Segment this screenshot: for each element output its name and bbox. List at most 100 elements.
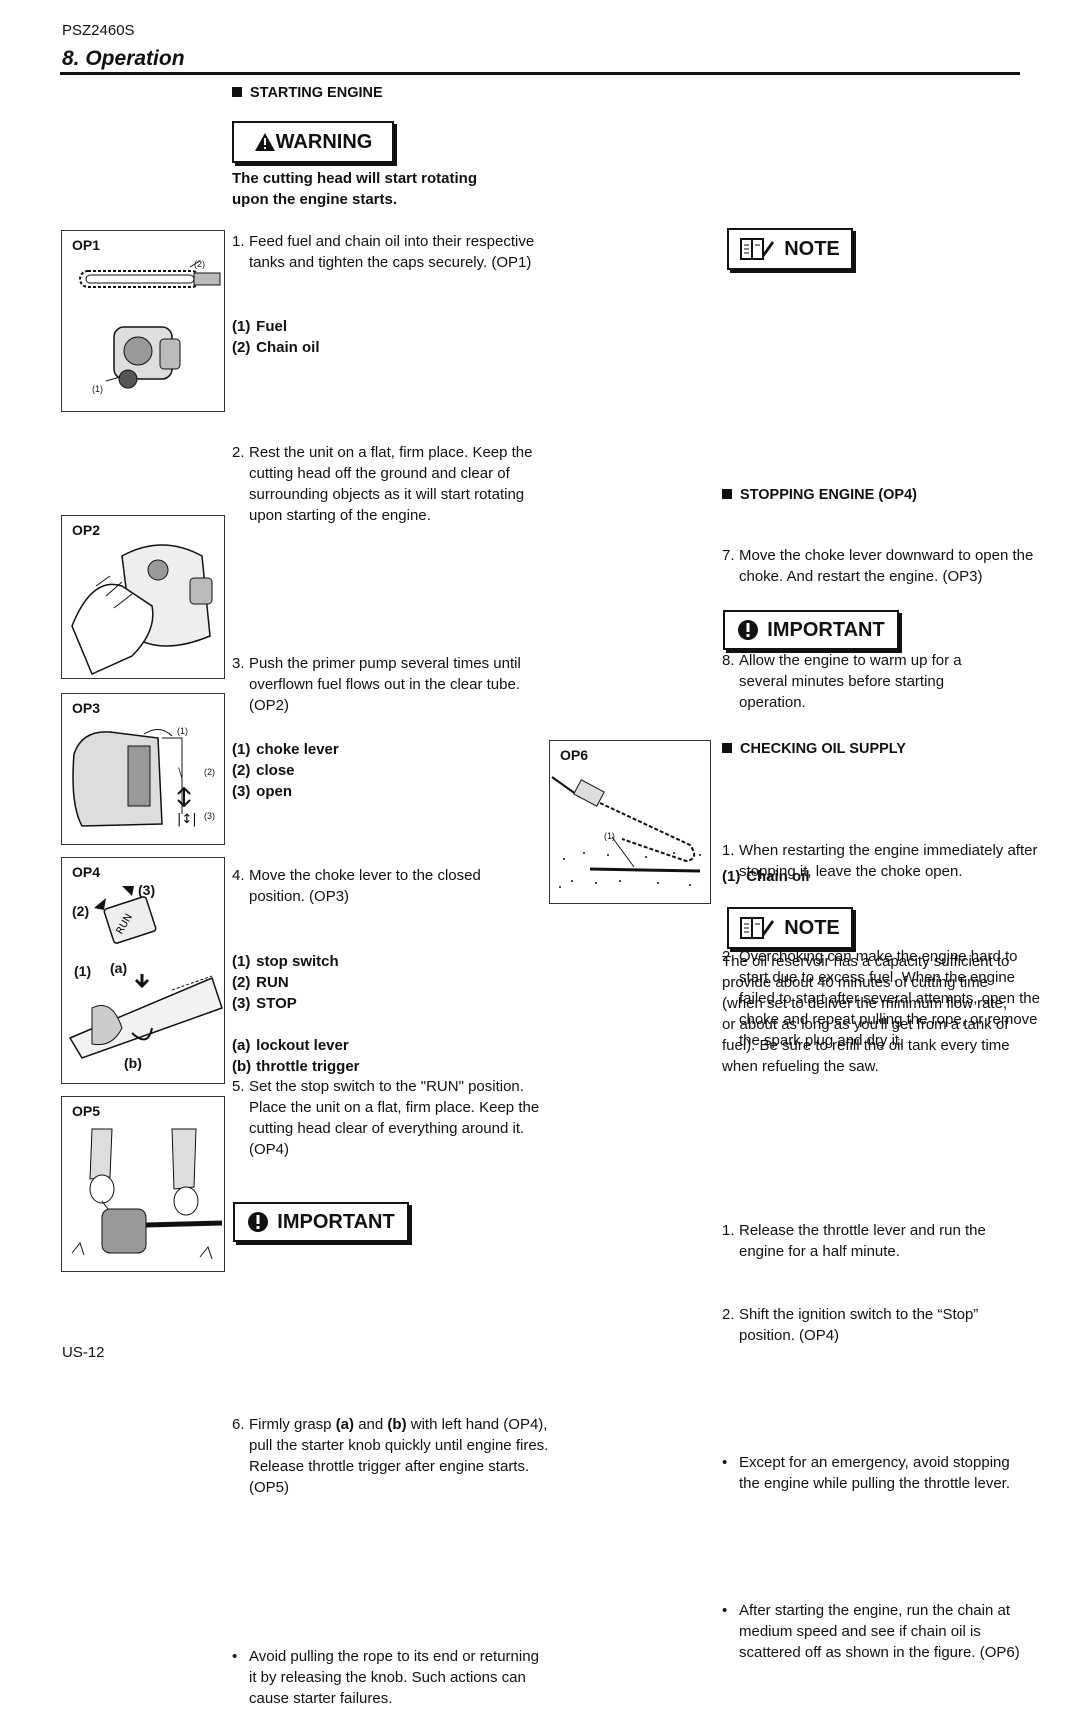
- arrow-updown-icon: [177, 786, 191, 808]
- legend-item: (1) stop switch: [232, 953, 339, 970]
- important-box: IMPORTANT: [723, 610, 899, 650]
- bullet: •: [232, 1648, 238, 1665]
- choke-lever-illustration: ⧵ |↕|: [72, 729, 197, 827]
- item-text: Release the throttle lever and run the e…: [739, 1222, 986, 1260]
- legend-item: (1) choke lever: [232, 741, 339, 758]
- stopping-engine-heading: STOPPING ENGINE (OP4): [722, 485, 917, 505]
- arrow-down-icon: [134, 974, 150, 989]
- important-label: IMPORTANT: [277, 1210, 395, 1233]
- important-bullet: • Avoid pulling the rope to its end or re…: [232, 1646, 544, 1709]
- legend-op4: (1) stop switch (2) RUN (3) STOP: [232, 951, 339, 1014]
- legend-item: (3) open: [232, 783, 293, 800]
- step-8: 8.Allow the engine to warm up for a seve…: [722, 650, 1009, 713]
- figure-label: OP4: [72, 864, 101, 880]
- bullet: •: [722, 1454, 728, 1471]
- step-number: 1.: [232, 233, 245, 250]
- header-rule: [60, 72, 1020, 75]
- bullet-text: Except for an emergency, avoid stopping …: [739, 1454, 1011, 1492]
- figure-op3: OP3 (1) (2) (3) ⧵ |↕|: [61, 693, 225, 845]
- starting-engine-heading: STARTING ENGINE: [232, 83, 383, 103]
- callout: (a): [110, 960, 128, 976]
- important-bullet: • Except for an emergency, avoid stopping…: [722, 1452, 1029, 1494]
- bullet-text: Avoid pulling the rope to its end or ret…: [249, 1648, 539, 1707]
- important-box: IMPORTANT: [233, 1202, 409, 1242]
- bullet-square-icon: [722, 489, 732, 499]
- section-title: 8. Operation: [62, 47, 185, 70]
- figure-label: OP2: [72, 522, 101, 538]
- oil-note-text: The oil reservoir has a capacity suffici…: [722, 953, 1010, 1075]
- figure-label: OP5: [72, 1103, 101, 1119]
- figure-op2: OP2: [61, 515, 225, 679]
- bullet-text: After starting the engine, run the chain…: [739, 1602, 1020, 1661]
- figure-op1: OP1 (2) (1): [61, 230, 225, 412]
- bullet-square-icon: [722, 743, 732, 753]
- step-number: 6.: [232, 1416, 245, 1433]
- callout: (1): [177, 726, 188, 736]
- primer-pump-illustration: [71, 544, 213, 676]
- exclamation-circle-icon: [738, 620, 759, 640]
- exclamation-circle-icon: [248, 1212, 269, 1232]
- step-text: Allow the engine to warm up for a severa…: [739, 652, 962, 711]
- item-text: Overchoking can make the engine hard to …: [739, 948, 1040, 1049]
- engine-and-bar-illustration: [79, 260, 221, 389]
- step-number: 2.: [232, 444, 245, 461]
- legend-item: (b) throttle trigger: [232, 1058, 360, 1075]
- stopping-item-2: 2.Shift the ignition switch to the “Stop…: [722, 1304, 1029, 1346]
- legend-item: (1) Fuel: [232, 318, 288, 335]
- model-number: PSZ2460S: [62, 22, 135, 39]
- callout: (3): [204, 811, 215, 821]
- note-book-pencil-icon: [740, 238, 775, 260]
- open-symbol-icon: |↕|: [177, 812, 197, 827]
- step-text: Rest the unit on a flat, firm place. Kee…: [249, 444, 533, 524]
- arrow-icon: [122, 886, 134, 896]
- item-number: 1.: [722, 1222, 735, 1239]
- step-number: 4.: [232, 867, 245, 884]
- warning-text: The cutting head will start rotating upo…: [232, 170, 478, 208]
- step-5: 5.Set the stop switch to the "RUN" posit…: [232, 1076, 544, 1160]
- close-symbol-icon: ⧵: [178, 766, 183, 782]
- step-4: 4.Move the choke lever to the closed pos…: [232, 865, 539, 907]
- step-text: Move the choke lever downward to open th…: [739, 547, 1034, 585]
- callout: (2): [194, 259, 205, 269]
- note-item-1: 1.When restarting the engine immediately…: [722, 840, 1039, 882]
- note-book-pencil-icon: [740, 917, 775, 939]
- warning-box: WARNING: [232, 121, 394, 163]
- heading-text: CHECKING OIL SUPPLY: [740, 741, 906, 757]
- heading-text: STARTING ENGINE: [250, 85, 383, 101]
- callout: (2): [204, 767, 215, 777]
- stop-switch-illustration: RUN: [68, 886, 223, 1059]
- callout: (1): [92, 384, 103, 394]
- bullet-square-icon: [232, 87, 242, 97]
- figure-label: OP3: [72, 700, 101, 716]
- callout: (3): [138, 882, 156, 898]
- step-6: 6.Firmly grasp (a) and (b) with left han…: [232, 1416, 549, 1496]
- callout: (b): [124, 1055, 142, 1071]
- step-number: 7.: [722, 547, 735, 564]
- step-text: Move the choke lever to the closed posit…: [249, 867, 481, 905]
- legend-op1: (1) Fuel (2) Chain oil: [232, 316, 320, 358]
- step-1: 1.Feed fuel and chain oil into their res…: [232, 231, 544, 273]
- note-label: NOTE: [784, 237, 840, 260]
- legend-op3: (1) choke lever (2) close (3) open: [232, 739, 339, 802]
- callout: (1): [74, 963, 92, 979]
- item-text: Shift the ignition switch to the “Stop” …: [739, 1306, 979, 1344]
- note-box: NOTE: [727, 228, 853, 270]
- arrow-icon: [94, 898, 106, 910]
- step-number: 8.: [722, 652, 735, 669]
- bullet: •: [722, 1602, 728, 1619]
- legend-item: (3) STOP: [232, 995, 297, 1012]
- chain-oil-scatter-illustration: [551, 776, 701, 888]
- item-number: 1.: [722, 842, 735, 859]
- callout: (1): [604, 831, 615, 841]
- step-7: 7.Move the choke lever downward to open …: [722, 545, 1039, 587]
- legend-item: (a) lockout lever: [232, 1037, 349, 1054]
- step-text: Push the primer pump several times until…: [249, 655, 521, 714]
- warning-triangle-icon: [254, 133, 275, 151]
- legend-item: (2) Chain oil: [232, 339, 320, 356]
- legend-item: (1) Chain oil: [722, 868, 810, 885]
- callout: (2): [72, 903, 90, 919]
- legend-op4-levers: (a) lockout lever (b) throttle trigger: [232, 1035, 360, 1077]
- step-number: 3.: [232, 655, 245, 672]
- page-number: US-12: [62, 1344, 105, 1361]
- heading-text: STOPPING ENGINE (OP4): [740, 487, 917, 503]
